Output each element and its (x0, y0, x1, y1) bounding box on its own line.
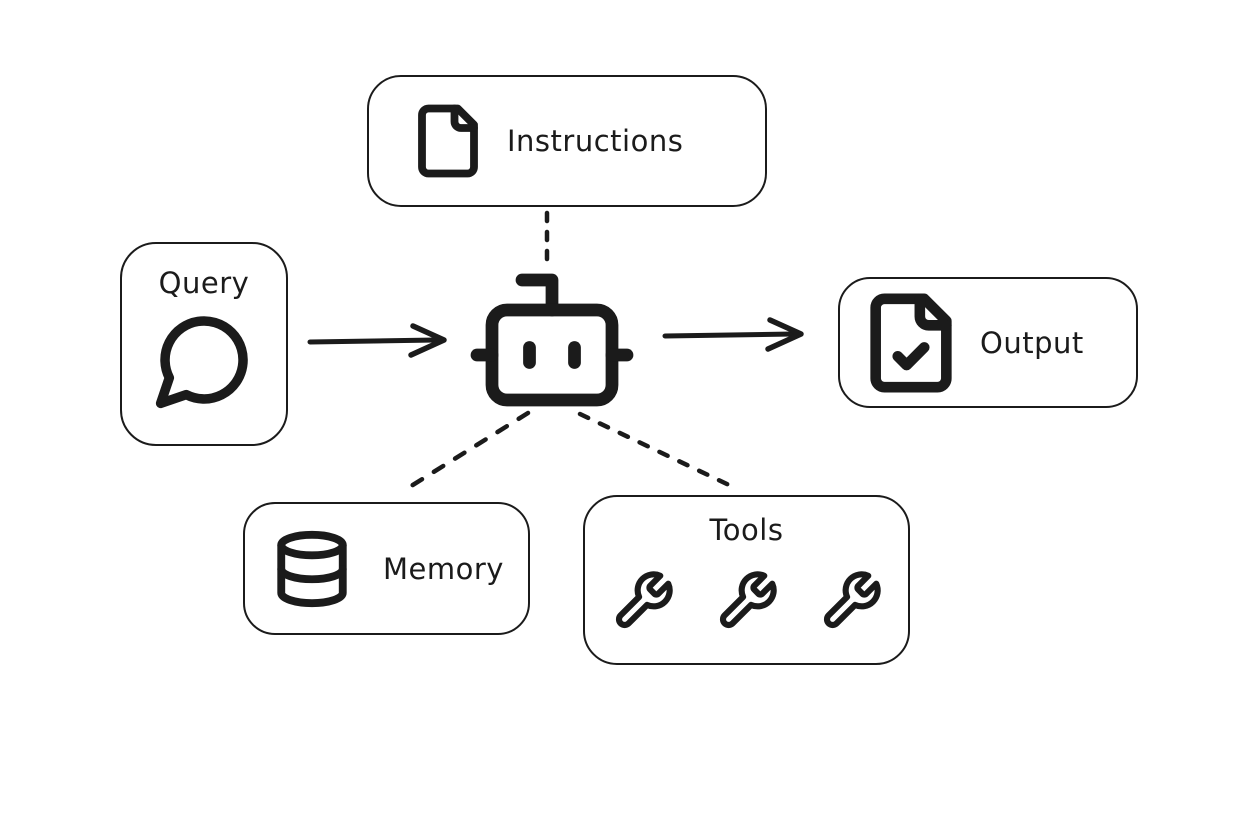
query-label: Query (158, 266, 250, 300)
robot-icon (470, 273, 634, 407)
node-tools: Tools (583, 495, 910, 665)
instructions-label: Instructions (507, 124, 684, 158)
tools-label: Tools (709, 513, 784, 547)
wrench-icon (611, 569, 675, 633)
node-instructions: Instructions (367, 75, 767, 207)
chat-bubble-icon (152, 308, 256, 412)
database-icon (271, 528, 353, 610)
node-memory: Memory (243, 502, 530, 635)
file-check-icon (858, 290, 964, 396)
edge-query-agent-arrow-head (408, 323, 447, 358)
node-output: Output (838, 277, 1138, 408)
edge-agent-output-arrow-head (765, 317, 804, 352)
file-icon (409, 102, 487, 180)
wrench-icon (819, 569, 883, 633)
wrench-icon (715, 569, 779, 633)
node-query: Query (120, 242, 288, 446)
memory-label: Memory (383, 551, 504, 586)
output-label: Output (980, 325, 1084, 360)
edge-agent-output-arrow-shaft (662, 331, 796, 339)
edge-query-agent-arrow-shaft (307, 337, 439, 345)
wrench-row (611, 569, 883, 633)
